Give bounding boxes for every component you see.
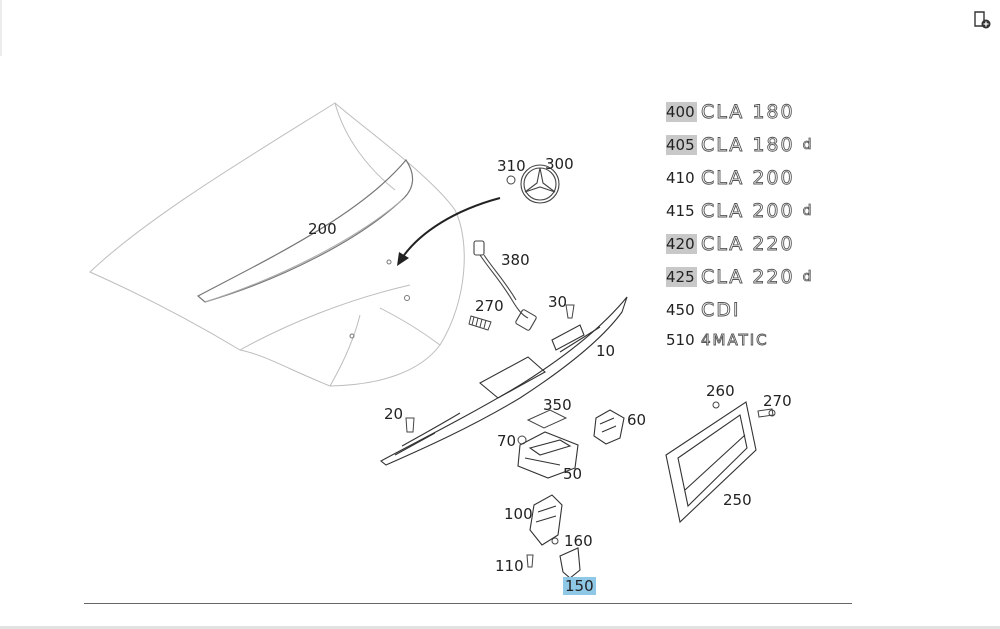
callout-310: 310: [497, 157, 526, 175]
callout-350: 350: [543, 396, 572, 414]
callout-260: 260: [706, 382, 735, 400]
badge-row-405: 405 CLA 180 d: [666, 134, 812, 156]
page-add-icon[interactable]: [972, 10, 992, 30]
badge-number: 425: [666, 267, 697, 287]
part-60: [593, 409, 625, 445]
badge-row-415: 415 CLA 200 d: [666, 200, 812, 222]
part-100: [529, 494, 563, 546]
badge-lettering: 4MATIC: [701, 331, 769, 350]
license-plate-250: [665, 401, 757, 524]
badge-row-400: 400 CLA 180: [666, 101, 795, 123]
screw-110: [526, 554, 534, 568]
badge-lettering: CDI: [701, 299, 741, 321]
callout-380: 380: [501, 251, 530, 269]
callout-70: 70: [497, 432, 517, 450]
badge-lettering: CLA 220: [701, 266, 795, 288]
callout-110: 110: [495, 557, 524, 575]
badge-row-420: 420 CLA 220: [666, 233, 795, 255]
badge-suffix: d: [802, 137, 812, 154]
badge-number: 405: [666, 135, 697, 155]
pointer-arrow: [401, 197, 501, 259]
nut-260: [712, 401, 720, 409]
callout-50: 50: [563, 465, 583, 483]
badge-number: 415: [666, 202, 695, 220]
callout-20: 20: [384, 405, 404, 423]
trunk-lid-outline: [89, 102, 465, 387]
callout-160: 160: [564, 532, 593, 550]
handle-strip-10: [380, 296, 628, 466]
star-emblem-300: [520, 164, 560, 204]
badge-number: 420: [666, 234, 697, 254]
clip-30: [565, 304, 575, 319]
callout-150-selected[interactable]: 150: [563, 577, 596, 595]
diagram-baseline: [84, 603, 852, 604]
callout-200: 200: [308, 220, 337, 238]
badge-number: 410: [666, 169, 695, 187]
badge-lettering: CLA 200: [701, 167, 795, 189]
badge-row-425: 425 CLA 220 d: [666, 266, 812, 288]
bolt-270-left: [468, 315, 492, 331]
callout-60: 60: [627, 411, 647, 429]
badge-number: 400: [666, 102, 697, 122]
callout-270-left: 270: [475, 297, 504, 315]
cable-380: [473, 240, 537, 331]
callout-300: 300: [545, 155, 574, 173]
bracket-150: [559, 547, 581, 579]
bottom-scroll-bar[interactable]: [0, 626, 1000, 629]
spoiler-200: [196, 158, 414, 303]
callout-270-right: 270: [763, 392, 792, 410]
badge-row-450: 450 CDI: [666, 299, 741, 321]
badge-row-410: 410 CLA 200: [666, 167, 795, 189]
badge-row-510: 510 4MATIC: [666, 329, 769, 351]
badge-number: 510: [666, 331, 695, 349]
badge-lettering: CLA 180: [701, 134, 795, 156]
left-edge-divider: [0, 0, 2, 56]
badge-lettering: CLA 180: [701, 101, 795, 123]
badge-number: 450: [666, 301, 695, 319]
badge-suffix: d: [802, 203, 812, 220]
callout-100: 100: [504, 505, 533, 523]
bolt-270-right: [757, 408, 776, 418]
camera-50: [517, 431, 579, 479]
badge-lettering: CLA 220: [701, 233, 795, 255]
callout-30: 30: [548, 293, 568, 311]
badge-suffix: d: [802, 269, 812, 286]
callout-10: 10: [596, 342, 616, 360]
callout-250: 250: [723, 491, 752, 509]
part-160: [551, 537, 559, 545]
part-350: [526, 409, 568, 429]
screw-20: [405, 417, 415, 433]
badge-lettering: CLA 200: [701, 200, 795, 222]
